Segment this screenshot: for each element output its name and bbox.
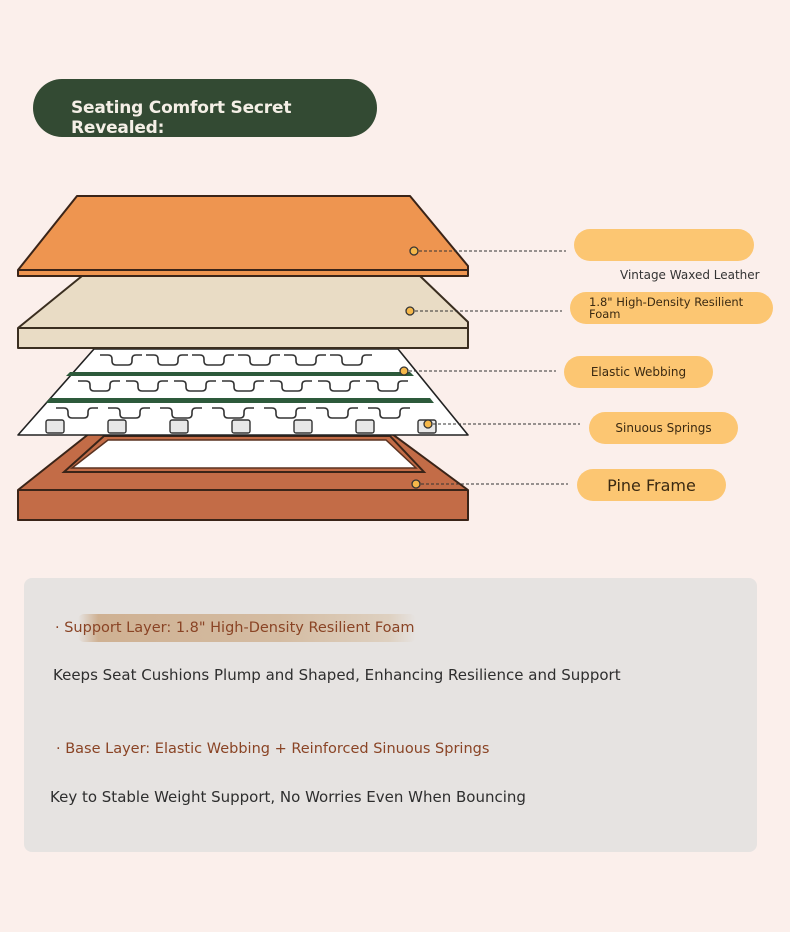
pine-frame-layer [17, 424, 469, 521]
leather-layer [17, 195, 469, 277]
spring-coil [212, 407, 254, 419]
info-heading-support: · Support Layer: 1.8" High-Density Resil… [55, 620, 415, 636]
spring-coil [318, 380, 360, 392]
spring-coil [78, 380, 120, 392]
spring-clip [355, 419, 375, 434]
spring-coil [316, 407, 358, 419]
label-pill-springs: Sinuous Springs [589, 412, 738, 444]
leader-lines [404, 250, 580, 485]
label-springs: Sinuous Springs [615, 421, 712, 435]
header-banner: Seating Comfort Secret Revealed: [33, 79, 377, 138]
label-frame: Pine Frame [607, 475, 696, 495]
spring-coil [146, 354, 188, 366]
spring-clip [293, 419, 313, 434]
spring-coil [108, 407, 150, 419]
sinuous-springs-layer [17, 348, 469, 436]
spring-coil [160, 407, 202, 419]
page-title: Seating Comfort Secret Revealed: [71, 98, 292, 138]
spring-coil [264, 407, 306, 419]
spring-coil [366, 380, 408, 392]
spring-coil [100, 354, 142, 366]
info-heading-base: · Base Layer: Elastic Webbing + Reinforc… [56, 741, 490, 757]
spring-coil [368, 407, 410, 419]
info-desc-support: Keeps Seat Cushions Plump and Shaped, En… [53, 666, 621, 684]
spring-coil [284, 354, 326, 366]
spring-clip [169, 419, 189, 434]
foam-layer [17, 275, 469, 349]
spring-coil [56, 407, 98, 419]
caption-leather: Vintage Waxed Leather [620, 268, 760, 282]
spring-clip [231, 419, 251, 434]
spring-coil [126, 380, 168, 392]
heading-highlight [78, 614, 416, 642]
label-pill-frame: Pine Frame [577, 469, 726, 501]
spring-coil [174, 380, 216, 392]
leader-dots [399, 246, 433, 489]
spring-coil [270, 380, 312, 392]
spring-coil [330, 354, 372, 366]
label-pill-leather [574, 229, 754, 261]
info-desc-base: Key to Stable Weight Support, No Worries… [50, 788, 526, 806]
seat-layers-diagram [17, 195, 580, 521]
spring-coil [222, 380, 264, 392]
spring-coil [192, 354, 234, 366]
label-foam: 1.8" High-Density Resilient Foam [589, 295, 744, 321]
spring-clip [107, 419, 127, 434]
spring-coil [238, 354, 280, 366]
label-pill-foam: 1.8" High-Density Resilient Foam [570, 292, 773, 324]
spring-clip [45, 419, 65, 434]
label-pill-webbing: Elastic Webbing [564, 356, 713, 388]
label-webbing: Elastic Webbing [590, 365, 687, 379]
